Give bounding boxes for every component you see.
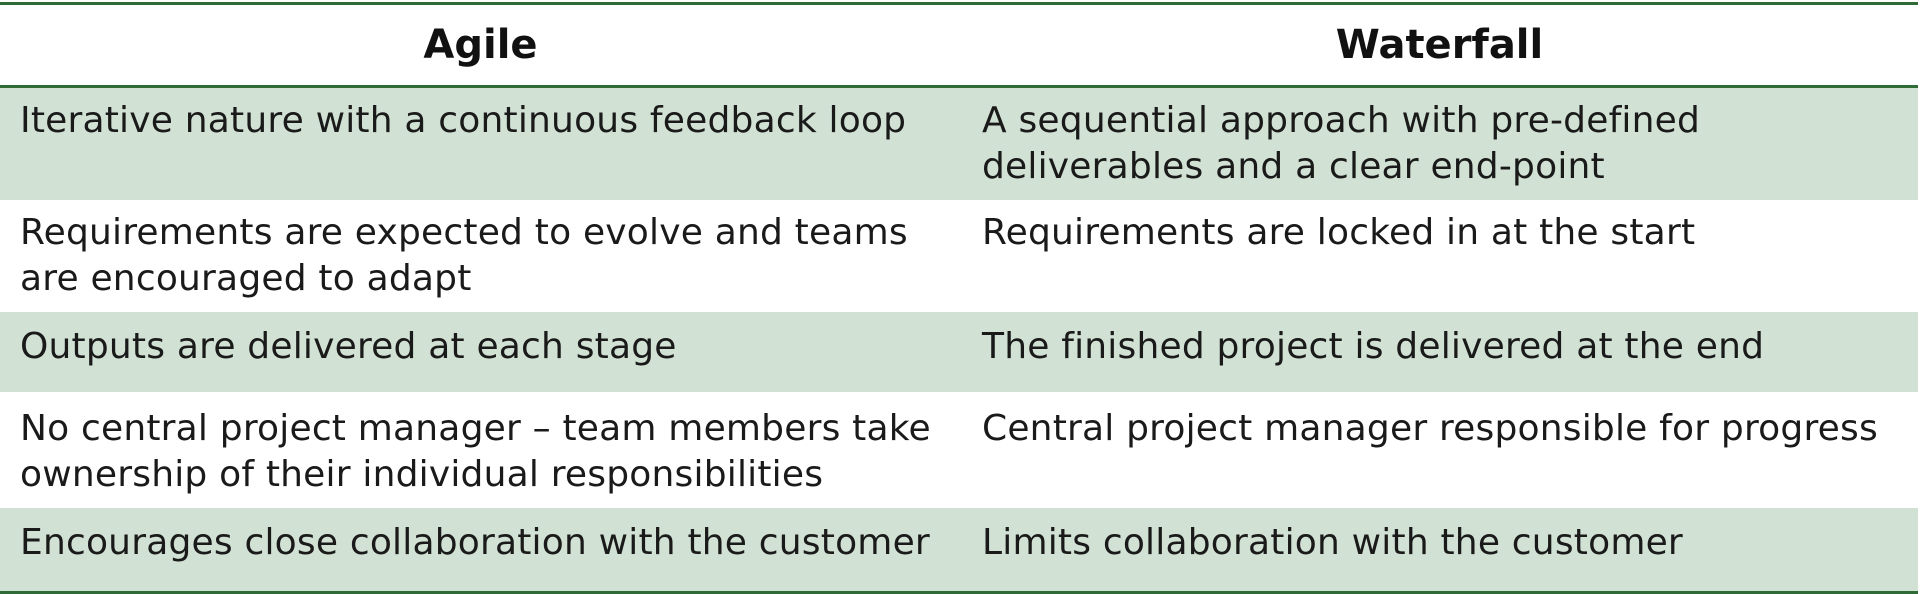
cell-waterfall: Requirements are locked in at the start <box>982 212 1696 253</box>
table-row: Outputs are delivered at each stage The … <box>0 312 1918 392</box>
cell-waterfall: A sequential approach with pre-defined d… <box>961 86 1918 200</box>
cell-agile: Requirements are expected to evolve and … <box>20 212 908 299</box>
cell-agile: Outputs are delivered at each stage <box>0 312 961 392</box>
cell-agile: Encourages close collaboration with the … <box>0 508 961 592</box>
header-agile: Agile <box>0 3 961 88</box>
cell-agile: Iterative nature with a continuous feedb… <box>0 86 961 200</box>
table-body: Iterative nature with a continuous feedb… <box>0 86 1918 592</box>
cell-waterfall: Central project manager responsible for … <box>982 408 1878 449</box>
table-header: Agile Waterfall <box>0 3 1918 88</box>
cell-waterfall: The finished project is delivered at the… <box>961 312 1918 392</box>
cell-waterfall: Limits collaboration with the customer <box>961 508 1918 592</box>
cell-agile: No central project manager – team member… <box>20 408 931 495</box>
header-waterfall: Waterfall <box>961 3 1918 88</box>
table-row: No central project manager – team member… <box>0 392 1918 508</box>
header-row: Agile Waterfall <box>0 3 1918 88</box>
table-row: Iterative nature with a continuous feedb… <box>0 86 1918 200</box>
table-row: Requirements are expected to evolve and … <box>0 200 1918 312</box>
table-row: Encourages close collaboration with the … <box>0 508 1918 592</box>
